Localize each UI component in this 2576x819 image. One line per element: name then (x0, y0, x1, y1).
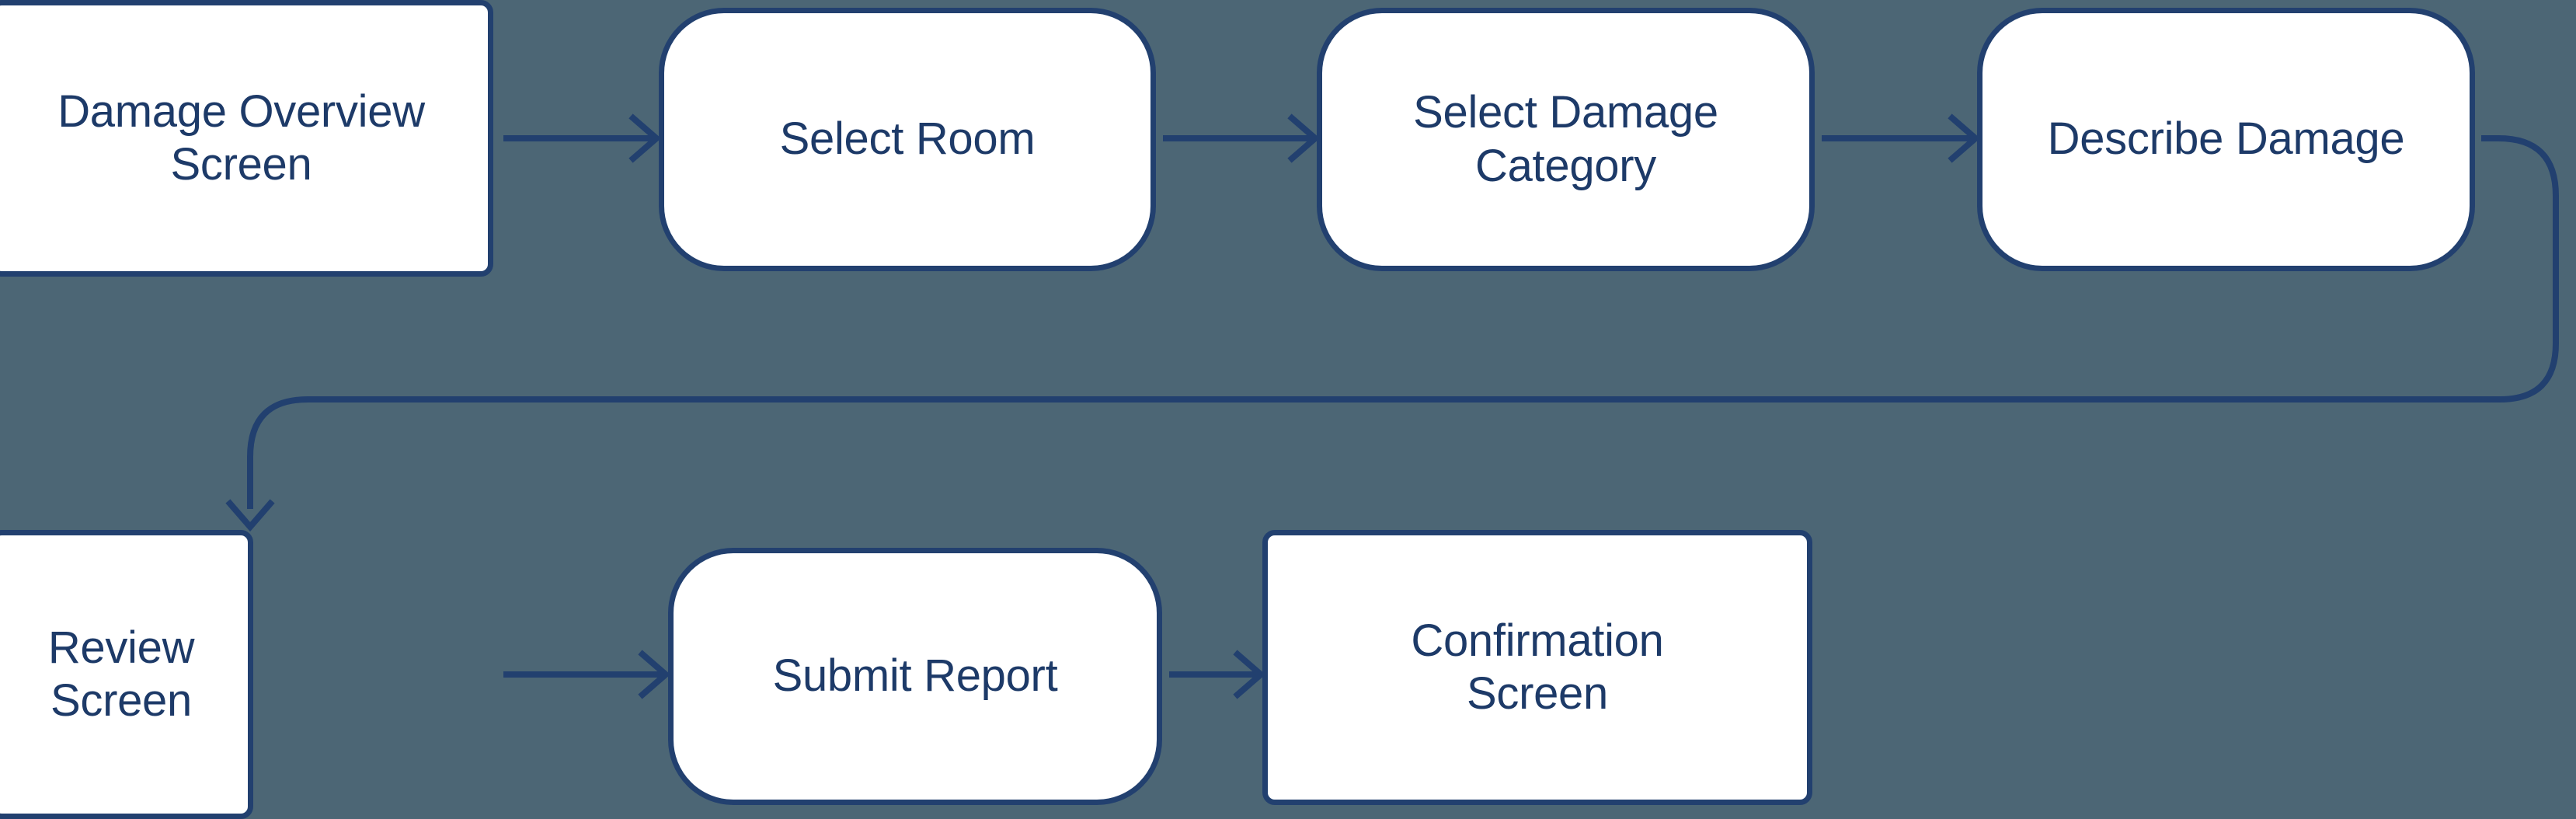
node-select-damage-category[interactable]: Select Damage Category (1317, 8, 1815, 271)
node-select-room[interactable]: Select Room (659, 8, 1156, 271)
edge-damage-overview-to-select-room (503, 118, 656, 159)
edge-review-screen-to-submit-report (503, 654, 666, 695)
node-label-select-damage-category: Select Damage Category (1413, 87, 1718, 191)
node-label-confirmation-screen: Confirmation Screen (1411, 615, 1664, 719)
edge-submit-report-to-confirmation-screen (1169, 654, 1261, 695)
node-confirmation-screen[interactable]: Confirmation Screen (1262, 530, 1812, 805)
node-review-screen[interactable]: Review Screen (0, 530, 253, 819)
node-label-review-screen: Review Screen (47, 622, 195, 726)
node-label-describe-damage: Describe Damage (2047, 113, 2405, 165)
node-label-select-room: Select Room (779, 113, 1036, 165)
node-damage-overview-screen[interactable]: Damage Overview Screen (0, 0, 493, 277)
node-submit-report[interactable]: Submit Report (668, 548, 1162, 805)
node-label-submit-report: Submit Report (772, 650, 1058, 702)
node-label-damage-overview-screen: Damage Overview Screen (57, 85, 425, 190)
edge-select-damage-category-to-describe-damage (1822, 118, 1976, 159)
edge-select-room-to-select-damage-category (1163, 118, 1315, 159)
node-describe-damage[interactable]: Describe Damage (1977, 8, 2475, 271)
